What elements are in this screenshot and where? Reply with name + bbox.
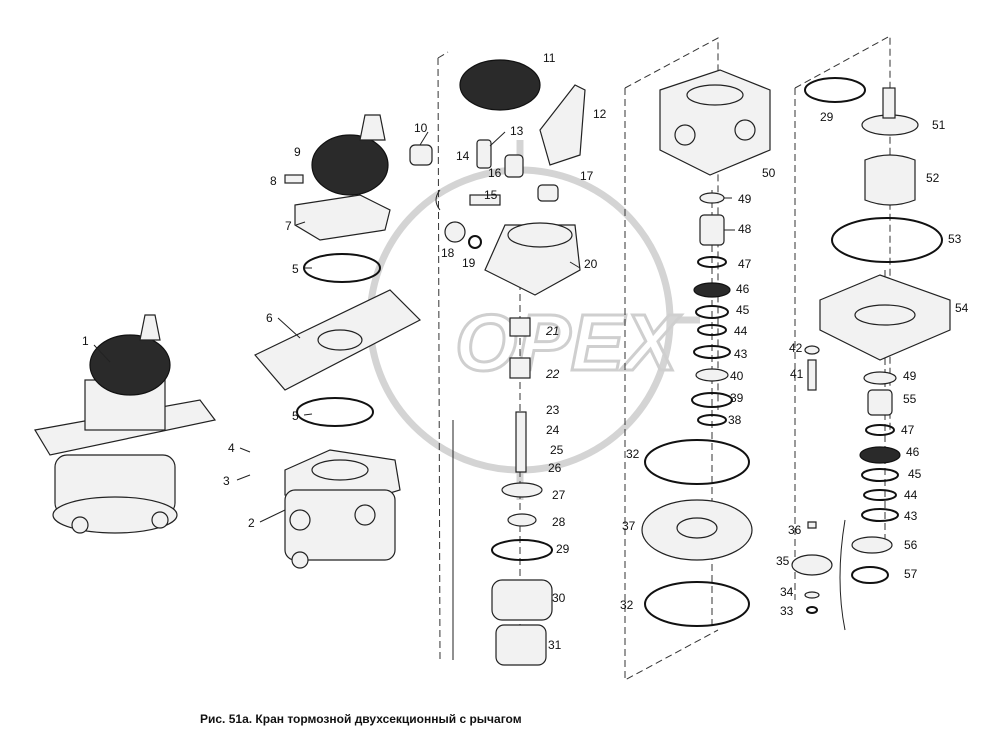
callout-56: 56 bbox=[904, 538, 918, 552]
callout-35: 35 bbox=[776, 554, 790, 568]
callout-5a: 5 bbox=[292, 262, 299, 276]
callout-42: 42 bbox=[789, 341, 803, 355]
callout-23: 23 bbox=[546, 403, 560, 417]
callout-43a: 43 bbox=[734, 347, 748, 361]
callout-15: 15 bbox=[484, 188, 498, 202]
callout-54: 54 bbox=[955, 301, 969, 315]
callout-29b: 29 bbox=[820, 110, 834, 124]
lower-housing bbox=[791, 77, 951, 614]
callout-44b: 44 bbox=[904, 488, 918, 502]
callout-24: 24 bbox=[546, 423, 560, 437]
callout-55: 55 bbox=[903, 392, 917, 406]
callout-34: 34 bbox=[780, 585, 794, 599]
callout-29a: 29 bbox=[556, 542, 570, 556]
callout-48: 48 bbox=[738, 222, 752, 236]
callout-labels: 1 2 3 4 5 5 6 7 8 9 10 11 12 13 14 15 16… bbox=[82, 51, 969, 652]
callout-47a: 47 bbox=[738, 257, 752, 271]
callout-8: 8 bbox=[270, 174, 277, 188]
callout-26: 26 bbox=[548, 461, 562, 475]
callout-5b: 5 bbox=[292, 409, 299, 423]
callout-45b: 45 bbox=[908, 467, 922, 481]
callout-3: 3 bbox=[223, 474, 230, 488]
callout-32b: 32 bbox=[620, 598, 634, 612]
callout-6: 6 bbox=[266, 311, 273, 325]
callout-50: 50 bbox=[762, 166, 776, 180]
middle-parts-stack bbox=[491, 411, 553, 666]
callout-43b: 43 bbox=[904, 509, 918, 523]
callout-25: 25 bbox=[550, 443, 564, 457]
callout-1: 1 bbox=[82, 334, 89, 348]
callout-49a: 49 bbox=[738, 192, 752, 206]
callout-52: 52 bbox=[926, 171, 940, 185]
callout-37: 37 bbox=[622, 519, 636, 533]
callout-49b: 49 bbox=[903, 369, 917, 383]
callout-40: 40 bbox=[730, 369, 744, 383]
figure-caption: Рис. 51а. Кран тормозной двухсекционный … bbox=[200, 712, 522, 726]
callout-30: 30 bbox=[552, 591, 566, 605]
callout-2: 2 bbox=[248, 516, 255, 530]
callout-27: 27 bbox=[552, 488, 566, 502]
callout-17: 17 bbox=[580, 169, 594, 183]
callout-44a: 44 bbox=[734, 324, 748, 338]
callout-47b: 47 bbox=[901, 423, 915, 437]
callout-4: 4 bbox=[228, 441, 235, 455]
plate-and-gaskets bbox=[254, 253, 422, 427]
callout-11: 11 bbox=[543, 51, 556, 65]
callout-39: 39 bbox=[730, 391, 744, 405]
callout-31: 31 bbox=[548, 638, 562, 652]
callout-46b: 46 bbox=[906, 445, 920, 459]
callout-14: 14 bbox=[456, 149, 470, 163]
callout-32a: 32 bbox=[626, 447, 640, 461]
callout-22: 22 bbox=[545, 367, 560, 381]
callout-38: 38 bbox=[728, 413, 742, 427]
callout-9: 9 bbox=[294, 145, 301, 159]
callout-18: 18 bbox=[441, 246, 455, 260]
callout-28: 28 bbox=[552, 515, 566, 529]
lever-assembly bbox=[444, 59, 586, 379]
callout-21: 21 bbox=[545, 324, 559, 338]
callout-36: 36 bbox=[788, 523, 802, 537]
upper-housing bbox=[641, 69, 771, 627]
callout-33: 33 bbox=[780, 604, 794, 618]
callout-51: 51 bbox=[932, 118, 946, 132]
leader-lines bbox=[93, 131, 735, 523]
callout-10: 10 bbox=[414, 121, 428, 135]
callout-7: 7 bbox=[285, 219, 292, 233]
lower-valve-body bbox=[284, 449, 401, 569]
callout-57: 57 bbox=[904, 567, 918, 581]
callout-19: 19 bbox=[462, 256, 476, 270]
upper-cover bbox=[284, 114, 433, 241]
callout-16: 16 bbox=[488, 166, 502, 180]
callout-45a: 45 bbox=[736, 303, 750, 317]
callout-46a: 46 bbox=[736, 282, 750, 296]
assembled-valve bbox=[34, 314, 217, 534]
callout-12: 12 bbox=[593, 107, 607, 121]
callout-41: 41 bbox=[790, 367, 804, 381]
watermark-text: OPEX bbox=[455, 298, 682, 387]
callout-20: 20 bbox=[584, 257, 598, 271]
callout-53: 53 bbox=[948, 232, 962, 246]
callout-13: 13 bbox=[510, 124, 524, 138]
